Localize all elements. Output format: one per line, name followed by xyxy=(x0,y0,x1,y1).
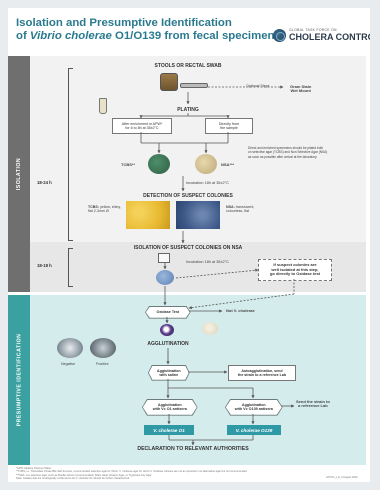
oxidase-test-box: Oxidase Test xyxy=(145,306,191,319)
vc-o139-result: V. cholerae O139 xyxy=(227,425,281,435)
plating-note: Direct and enriched specimens should be … xyxy=(248,146,328,159)
agg-saline-label: Agglutination with saline xyxy=(148,365,189,380)
footnote-2: **TCBS: i.e. Thiosulfate Citrate Bile Sa… xyxy=(16,470,247,474)
incubation-label-1: Incubation 18h at 35±2°C xyxy=(186,181,229,185)
oxidase-positive-image xyxy=(160,324,174,336)
nsa-desc-label: NSA: xyxy=(226,205,235,209)
stool-container-icon xyxy=(160,73,178,91)
nsa-plate xyxy=(195,154,217,174)
tcbs-description: TCBS: yellow, shiny, flat 2-3mm Ø xyxy=(88,205,121,214)
title-line-1: Isolation and Presumptive Identification xyxy=(16,17,232,29)
negative-label: Negative xyxy=(61,362,76,366)
agg-o1-box: Agglutination with Vc O1 antisera xyxy=(142,399,198,416)
title-prefix: of xyxy=(16,30,30,42)
negative-agglutination-image xyxy=(57,338,83,358)
time-bracket-1-bottom xyxy=(68,240,73,241)
agg-o1-label: Agglutination with Vc O1 antisera xyxy=(142,399,197,415)
nsa-colonies-image xyxy=(176,201,220,229)
nsa-isolation-plate xyxy=(156,270,174,285)
logo-top-text: GLOBAL TASK FORCE ON xyxy=(289,28,337,32)
footnotes: *APW: Alkaline Peptone Water **TCBS: i.e… xyxy=(16,467,266,480)
gram-stain-label: Gram Stain Wet Mount xyxy=(290,84,312,94)
title-species: Vibrio cholerae xyxy=(29,30,112,42)
isolation-band xyxy=(18,56,366,276)
time-bracket-2-bottom xyxy=(68,286,73,287)
gtfcc-logo: GLOBAL TASK FORCE ON CHOLERA CONTROL xyxy=(273,28,370,50)
stools-heading: STOOLS OR RECTAL SWAB xyxy=(154,63,222,69)
nsa-desc-text: translucent, colourless, flat xyxy=(226,205,255,214)
autoagglutination-box: Autoagglutination, send the strain to a … xyxy=(228,365,296,381)
time-label-first: 18-24 h xyxy=(37,180,52,185)
tcbs-label: TCBS** xyxy=(121,162,136,167)
positive-label: Positive xyxy=(96,362,109,366)
time-bracket-1 xyxy=(68,68,69,240)
swab-icon xyxy=(180,83,208,88)
declaration-heading: DECLARATION TO RELEVANT AUTHORITIES xyxy=(137,446,249,452)
optional-steps-label: Optional Steps xyxy=(246,84,270,88)
nsa-description: NSA: translucent, colourless, flat xyxy=(226,205,254,214)
footnote-1: *APW: Alkaline Peptone Water xyxy=(16,467,52,470)
incubation-label-2: Incubation 18h at 35±2°C xyxy=(186,260,229,264)
isolation-side-label: ISOLATION xyxy=(8,56,30,292)
tcbs-plate xyxy=(148,154,170,174)
logo-main-text: CHOLERA CONTROL xyxy=(289,32,370,42)
apw-tube-icon xyxy=(99,98,107,114)
isolation-nsa-heading: ISOLATION OF SUSPECT COLONIES ON NSA xyxy=(133,245,243,251)
document-reference: GTFCC_LH_3 August 2022 xyxy=(326,476,358,479)
poster: Isolation and Presumptive Identification… xyxy=(8,8,370,482)
footnote-4: Note: Isolates that are serologically co… xyxy=(16,476,130,480)
time-bracket-2 xyxy=(68,248,69,286)
tcbs-colonies-image xyxy=(126,201,170,229)
tcbs-desc-text: yellow, shiny, flat 2-3mm Ø xyxy=(88,205,121,214)
suspect-colonies-note: If suspect colonies are well isolated at… xyxy=(258,259,332,281)
flow-connectors xyxy=(139,85,295,446)
nsa-label: NSA*** xyxy=(221,162,235,167)
globe-icon xyxy=(273,29,286,42)
detection-heading: DETECTION OF SUSPECT COLONIES xyxy=(143,193,233,199)
direct-box: Directly from the sample xyxy=(205,118,253,134)
plating-heading: PLATING xyxy=(177,107,199,113)
positive-agglutination-image xyxy=(90,338,116,358)
page-title: Isolation and Presumptive Identification… xyxy=(16,17,281,43)
agglutination-heading: AGGLUTINATION xyxy=(147,341,189,347)
agg-o139-box: Agglutination with Vc O139 antisera xyxy=(225,399,283,416)
vc-o1-result: V. cholerae O1 xyxy=(144,425,194,435)
time-bracket-2-top xyxy=(68,248,73,249)
time-label-second: 18-18 h xyxy=(37,263,52,268)
presumptive-side-label: PRESUMPTIVE IDENTIFICATION xyxy=(8,295,30,465)
agg-o139-label: Agglutination with Vc O139 antisera xyxy=(225,399,282,415)
incubator-icon xyxy=(158,253,170,263)
not-vc-label: Not V. cholerae xyxy=(226,308,255,313)
time-bracket-1-top xyxy=(68,68,73,69)
tcbs-desc-label: TCBS: xyxy=(88,205,99,209)
oxidase-test-label: Oxidase Test xyxy=(145,306,190,318)
enrichment-box: After enrichment in APW* for 6 to 8h at … xyxy=(112,118,172,134)
oxidase-negative-image xyxy=(202,322,218,335)
presumptive-band xyxy=(18,295,366,465)
send-reference-label: Send the strain to a reference Lab xyxy=(296,399,330,409)
agg-saline-box: Agglutination with saline xyxy=(148,365,190,381)
title-line-2: of Vibrio cholerae O1/O139 from fecal sp… xyxy=(16,30,281,43)
footnote-3: ***NSA: non selective agar, such as Muel… xyxy=(16,473,152,477)
title-suffix: O1/O139 from fecal specimens xyxy=(111,30,281,42)
